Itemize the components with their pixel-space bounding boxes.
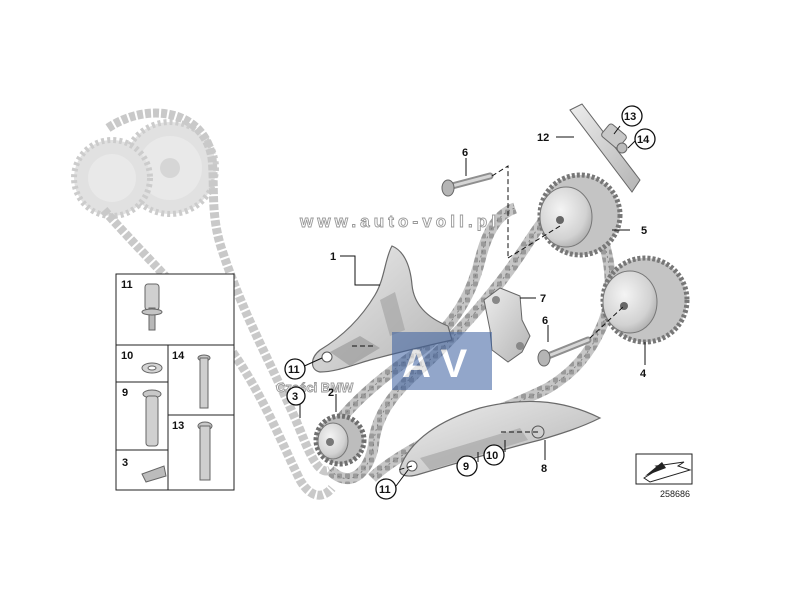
watermark-url: www.auto-voll.pl bbox=[299, 212, 496, 231]
legend-pin-11 bbox=[141, 283, 163, 331]
guide-rail-part-8 bbox=[399, 400, 602, 477]
assembly-dashed-lines bbox=[352, 165, 625, 471]
circled-part-numbers: 13 14 11 3 9 10 11 bbox=[284, 105, 656, 500]
part-numbers: 1 6 12 5 7 6 4 2 8 bbox=[328, 132, 647, 475]
label-part-14: 14 bbox=[637, 134, 650, 146]
legend-label-14: 14 bbox=[172, 350, 185, 362]
label-part-13: 13 bbox=[624, 111, 636, 123]
small-parts-legend: 11 10 14 9 13 3 bbox=[115, 273, 235, 491]
legend-washer-10 bbox=[141, 362, 163, 374]
label-part-6-lower: 6 bbox=[542, 315, 548, 327]
reference-number: 258686 bbox=[660, 489, 690, 499]
legend-label-9: 9 bbox=[122, 387, 128, 399]
label-part-11-upper: 11 bbox=[288, 364, 300, 376]
legend-label-10: 10 bbox=[121, 350, 133, 362]
label-part-4: 4 bbox=[640, 368, 647, 380]
legend-label-3: 3 bbox=[122, 457, 128, 469]
legend-key-3 bbox=[141, 465, 167, 483]
label-part-11-lower: 11 bbox=[379, 484, 391, 496]
upper-guide-part-12 bbox=[569, 103, 641, 193]
label-part-9: 9 bbox=[463, 461, 469, 473]
label-part-10: 10 bbox=[486, 450, 498, 462]
legend-bolt-14 bbox=[197, 354, 211, 409]
ghost-chain-left bbox=[105, 108, 333, 476]
camshaft-sprocket-part-5 bbox=[537, 172, 623, 258]
label-part-5: 5 bbox=[641, 225, 647, 237]
label-part-1: 1 bbox=[330, 251, 336, 263]
legend-label-13: 13 bbox=[172, 420, 184, 432]
watermark-logo: A V bbox=[392, 332, 492, 390]
ghost-camshaft-assembly bbox=[71, 119, 219, 219]
legend-bolt-13 bbox=[197, 421, 213, 481]
camshaft-sprocket-part-4 bbox=[600, 255, 690, 345]
watermark-logo-text: A V bbox=[402, 342, 468, 386]
label-part-2: 2 bbox=[328, 387, 334, 399]
chain-tensioner-part-7 bbox=[483, 287, 531, 363]
bolt-part-6-upper bbox=[441, 172, 494, 197]
bolt-part-6-lower bbox=[537, 336, 592, 367]
label-part-8: 8 bbox=[541, 463, 547, 475]
orientation-symbol bbox=[635, 453, 693, 485]
crankshaft-sprocket-part-2 bbox=[313, 413, 367, 467]
label-part-12: 12 bbox=[537, 132, 549, 144]
legend-pin-9 bbox=[142, 389, 162, 447]
legend-label-11: 11 bbox=[121, 279, 133, 291]
label-part-7: 7 bbox=[540, 293, 546, 305]
label-part-3: 3 bbox=[292, 391, 298, 403]
label-part-6-upper: 6 bbox=[462, 147, 468, 159]
